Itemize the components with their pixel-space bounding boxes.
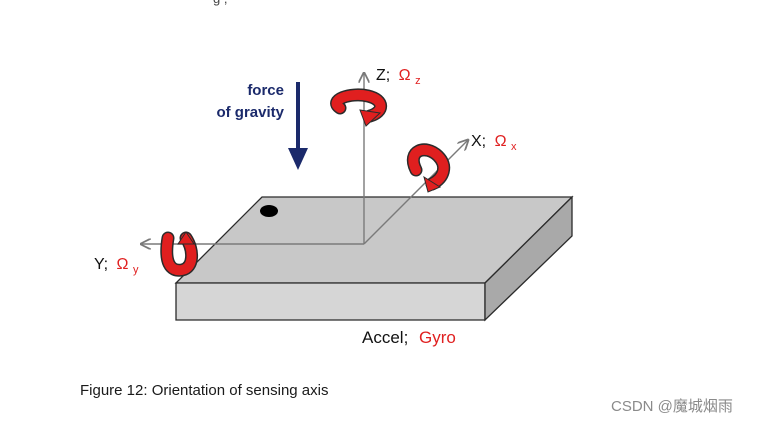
y-axis-omega: Ω	[117, 256, 129, 273]
x-axis-line	[363, 140, 468, 245]
clipped-top-text: g ,	[213, 0, 227, 6]
sensor-board	[174, 195, 574, 322]
z-axis-sub: z	[415, 75, 421, 87]
sensor-label-gyro: Gyro	[419, 328, 456, 347]
sensor-label-accel: Accel;	[362, 328, 408, 347]
y-axis-name: Y;	[94, 256, 108, 273]
x-axis-name: X;	[471, 133, 486, 150]
watermark: CSDN @魔城烟雨	[611, 398, 733, 415]
gravity-label-line2: of gravity	[216, 104, 284, 121]
x-axis-omega: Ω	[495, 133, 507, 150]
x-axis-label: X; Ω x	[471, 133, 517, 153]
sensor-label: Accel; Gyro	[362, 328, 456, 347]
z-axis-omega: Ω	[399, 67, 411, 84]
board-side-face	[484, 195, 573, 322]
y-axis-label: Y; Ω y	[94, 256, 139, 276]
y-rotation-icon	[160, 231, 198, 277]
z-rotation-icon	[330, 88, 387, 127]
figure-caption: Figure 12: Orientation of sensing axis	[80, 382, 329, 399]
gravity-label-line1: force	[247, 82, 284, 99]
gravity-arrow-icon	[288, 82, 308, 170]
y-axis-sub: y	[133, 264, 139, 276]
board-front-face	[175, 282, 486, 321]
z-axis-name: Z;	[376, 67, 390, 84]
x-axis-sub: x	[511, 141, 517, 153]
pin1-dot	[260, 205, 278, 217]
z-axis-label: Z; Ω z	[376, 67, 421, 87]
x-rotation-icon	[407, 143, 451, 193]
